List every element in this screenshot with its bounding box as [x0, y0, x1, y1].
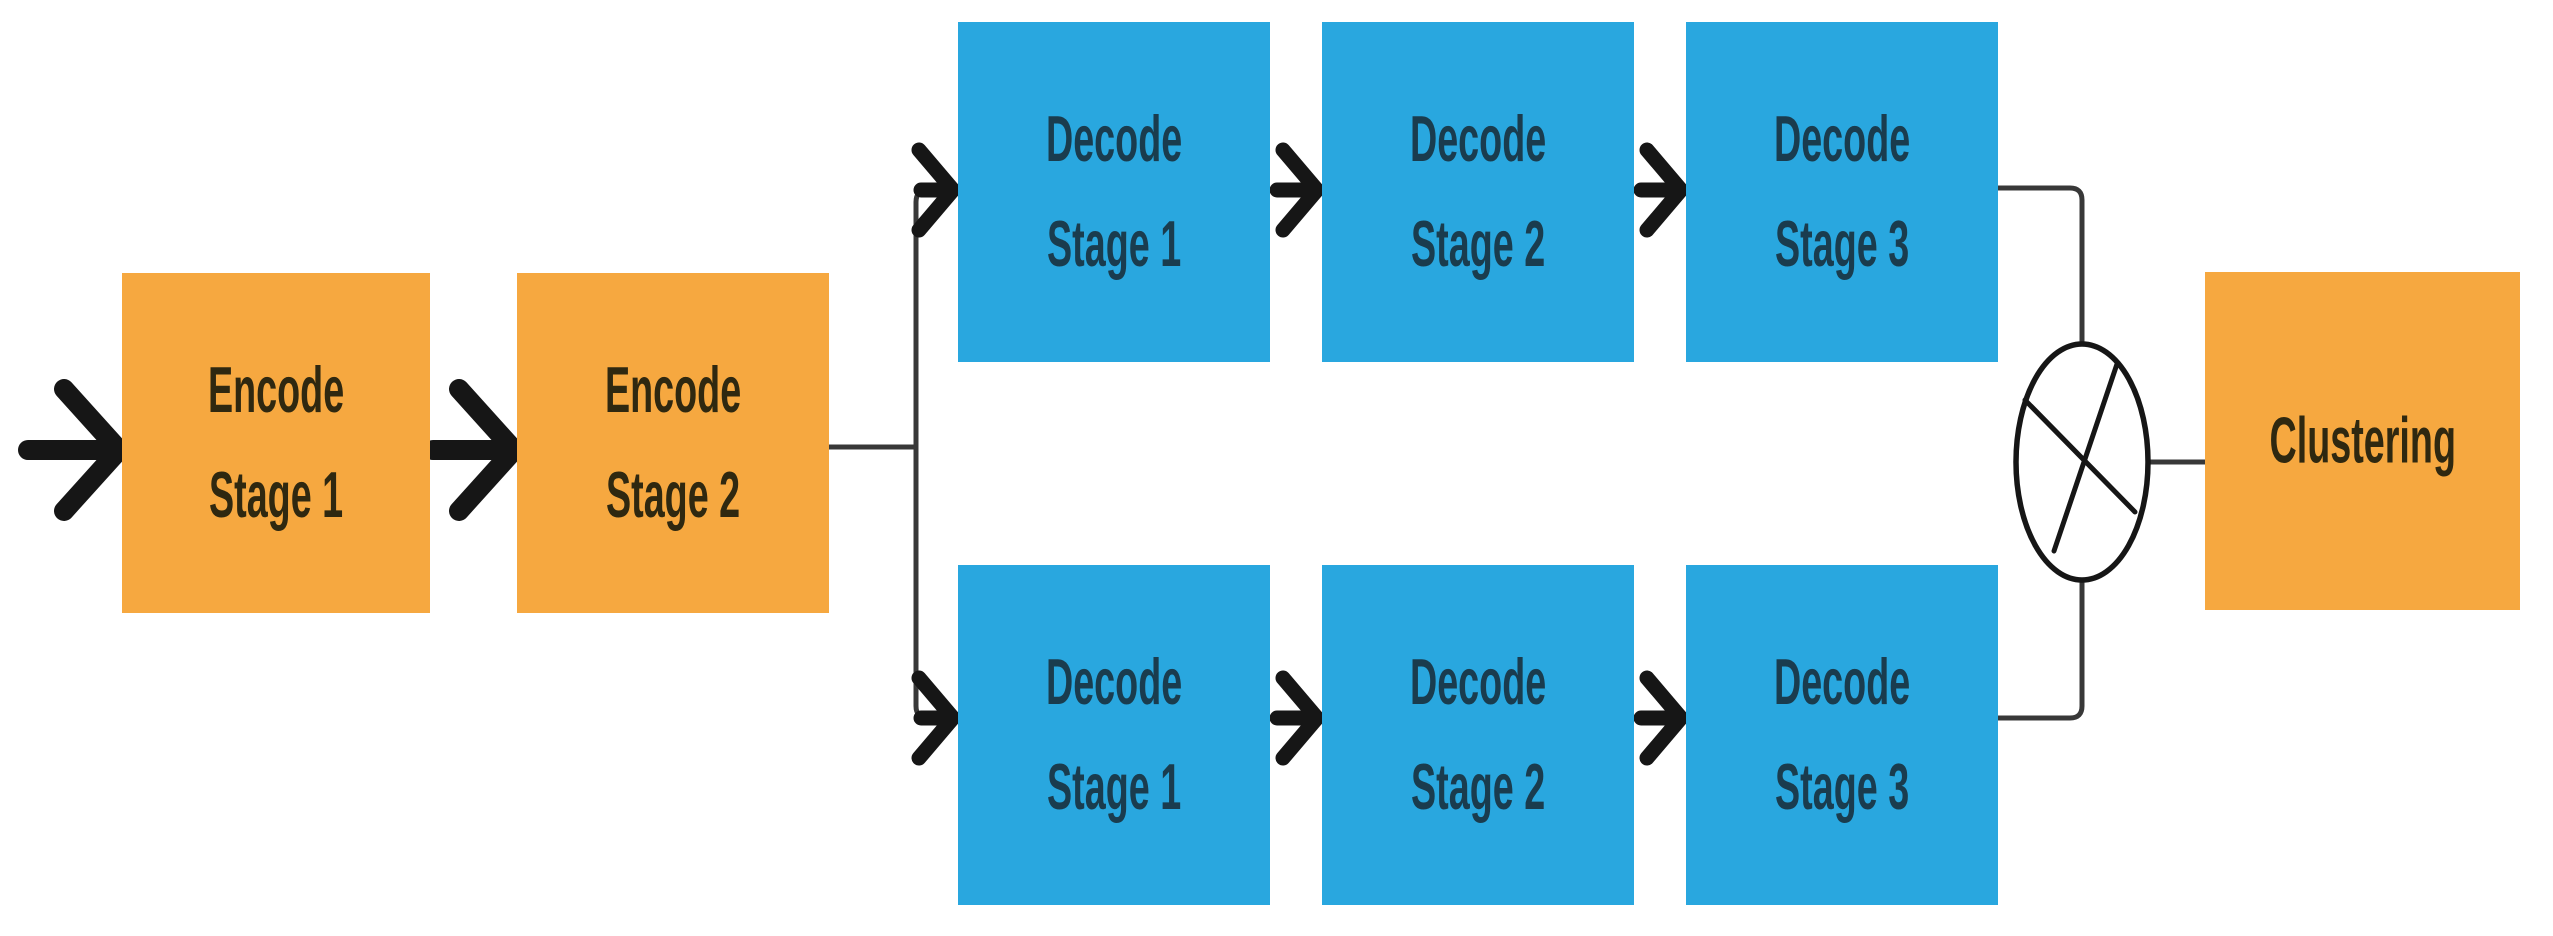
- decode-top-2-to-3-arrow-icon: [1633, 142, 1689, 238]
- branch-top-entry-arrow-icon: [911, 142, 961, 238]
- decode-bottom-stage-2-label: Decode Stage 2: [1409, 644, 1547, 824]
- clustering-node: Clustering: [2205, 272, 2520, 610]
- decode-bottom-2-to-3-arrow-icon: [1633, 670, 1689, 766]
- split-branch-line: [913, 187, 934, 721]
- encode-stage-2-label: Encode Stage 2: [604, 352, 742, 532]
- decode-bottom-stage-3-node: Decode Stage 3: [1686, 565, 1998, 905]
- decode-top3-to-merge-connector: [1998, 185, 2085, 345]
- encode-stage-2-node: Encode Stage 2: [517, 273, 829, 613]
- decode-bottom-stage-3-label: Decode Stage 3: [1773, 644, 1911, 824]
- decode-bottom3-to-merge-connector: [1998, 579, 2085, 721]
- encode1-to-encode2-arrow-icon: [423, 379, 524, 521]
- branch-bottom-entry-arrow-icon: [911, 670, 961, 766]
- decode-top-stage-3-node: Decode Stage 3: [1686, 22, 1998, 362]
- input-arrow-icon: [18, 379, 129, 521]
- merge-cross-line-2: [2022, 397, 2138, 515]
- decode-top-1-to-2-arrow-icon: [1269, 142, 1325, 238]
- decode-bottom-1-to-2-arrow-icon: [1269, 670, 1325, 766]
- encode-stage-1-label: Encode Stage 1: [207, 352, 345, 532]
- decode-bottom-stage-1-node: Decode Stage 1: [958, 565, 1270, 905]
- decode-bottom-stage-1-label: Decode Stage 1: [1045, 644, 1183, 824]
- decode-top-stage-2-node: Decode Stage 2: [1322, 22, 1634, 362]
- encode-stage-1-node: Encode Stage 1: [122, 273, 430, 613]
- decode-top-stage-1-label: Decode Stage 1: [1045, 101, 1183, 281]
- merge-crossed-circle-icon: [2013, 341, 2151, 583]
- decode-top-stage-2-label: Decode Stage 2: [1409, 101, 1547, 281]
- decode-bottom-stage-2-node: Decode Stage 2: [1322, 565, 1634, 905]
- merge-cross-line-1: [2051, 361, 2120, 554]
- decode-top-stage-3-label: Decode Stage 3: [1773, 101, 1911, 281]
- decode-top-stage-1-node: Decode Stage 1: [958, 22, 1270, 362]
- clustering-label: Clustering: [2269, 402, 2456, 477]
